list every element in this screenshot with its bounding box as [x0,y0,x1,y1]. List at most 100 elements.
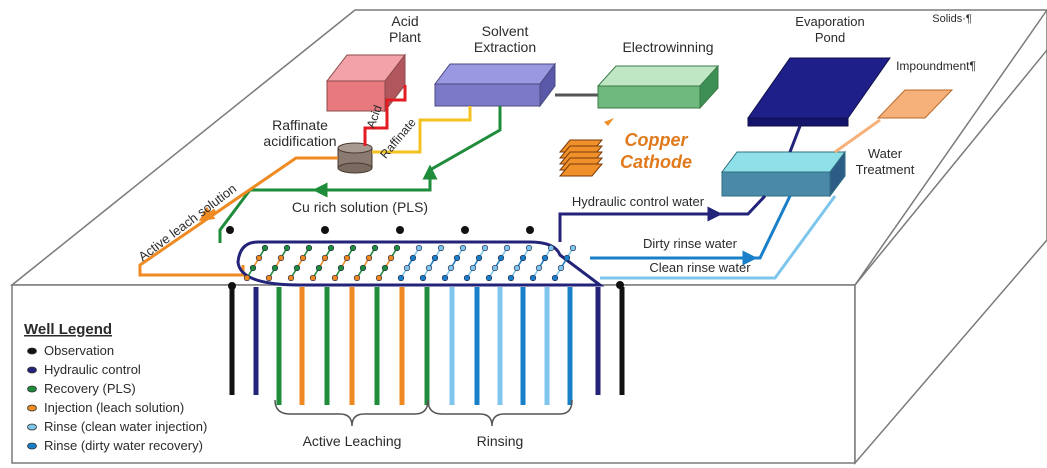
ground-front-face [11,284,856,464]
well-head [381,264,389,272]
legend-title: Well Legend [24,321,112,338]
well-head [441,274,449,282]
well-head [481,244,489,252]
well-head [463,274,471,282]
raffinate-flow-line [372,106,472,154]
impoundment-box [876,89,954,119]
hydraulic-control-water-label: Hydraulic control water [572,194,705,209]
well-head [327,244,335,252]
raffinate-tank [337,142,373,174]
legend-item: Observation [27,343,114,358]
well-head [299,254,307,262]
rinsing-brace [427,399,573,427]
legend-swatch [27,423,37,431]
dirty-rinse-line [590,195,792,260]
well-head [243,274,251,282]
pond-feed-line [788,125,802,153]
well-head [541,254,549,262]
well-head [525,244,533,252]
legend-item-label: Hydraulic control [44,362,141,377]
well-head [393,244,401,252]
well-head [519,254,527,262]
legend-swatch [27,366,37,374]
observation-points [226,226,624,290]
well-head [491,264,499,272]
well-head [277,254,285,262]
well-head [507,274,515,282]
hydraulic-water-line [558,194,767,242]
well-head [315,264,323,272]
well-head [293,264,301,272]
well-head [265,274,273,282]
legend-item-label: Rinse (dirty water recovery) [44,438,203,453]
well-head [547,244,555,252]
active-leaching-label: Active Leaching [303,433,402,449]
well-head [497,254,505,262]
well-head [469,264,477,272]
legend-item: Hydraulic control [27,362,141,377]
well-head [415,244,423,252]
electrowinning-label: Electrowinning [622,39,713,55]
hydraulic-control-loop [236,240,605,287]
well-head [403,264,411,272]
dirty-rinse-water-label: Dirty rinse water [643,236,738,251]
well-head [459,244,467,252]
well-head [563,254,571,262]
well-head [569,244,577,252]
well-head [551,274,559,282]
well-head [287,274,295,282]
impoundment-label: Impoundment¶ [896,59,976,73]
well-head [419,274,427,282]
well-head [431,254,439,262]
legend-item-label: Rinse (clean water injection) [44,419,207,434]
cu-rich-solution-label: Cu rich solution (PLS) [292,199,428,215]
well-head [309,274,317,282]
well-head [513,264,521,272]
well-head [371,244,379,252]
legend-swatch [27,347,37,355]
electrowinning-box [596,64,720,110]
well-head [535,264,543,272]
well-head [261,244,269,252]
pls-flow-line [218,106,502,243]
well-head [343,254,351,262]
well-head [359,264,367,272]
active-leaching-brace [274,399,429,427]
well-head [353,274,361,282]
well-head [447,264,455,272]
well-head [349,244,357,252]
legend-swatch [27,385,37,393]
legend-item: Recovery (PLS) [27,381,136,396]
well-head [409,254,417,262]
legend-item-label: Injection (leach solution) [44,400,184,415]
well-head [255,254,263,262]
well-head [557,264,565,272]
wellfield-top-grid [243,244,577,282]
solids-label: Solids·¶ [932,13,972,25]
legend-item: Rinse (dirty water recovery) [27,438,203,453]
well-head [365,254,373,262]
well-head [305,244,313,252]
well-head [485,274,493,282]
well-head [437,244,445,252]
well-head [475,254,483,262]
well-head [331,274,339,282]
well-head [283,244,291,252]
acid-flow-line [363,85,407,146]
well-head [387,254,395,262]
well-head [425,264,433,272]
water-treatment-box [721,150,846,198]
legend-item: Injection (leach solution) [27,400,184,415]
well-head [249,264,257,272]
well-head [271,264,279,272]
copper-cathode-stack [558,118,614,177]
evaporation-pond-box [747,57,891,127]
